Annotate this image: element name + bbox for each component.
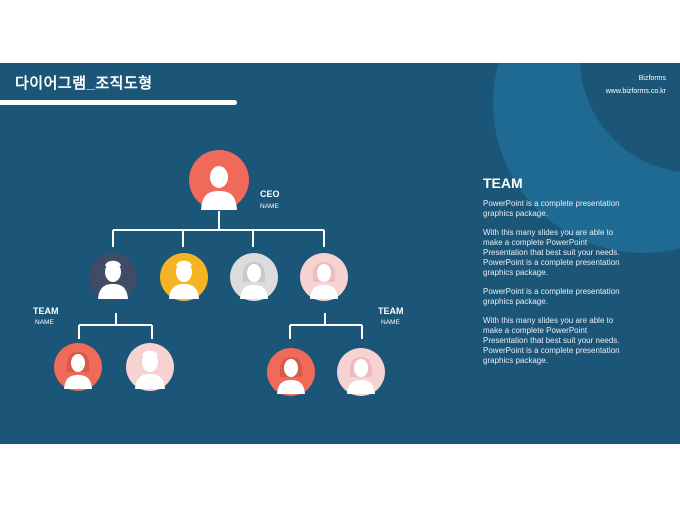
title-underline bbox=[0, 100, 237, 105]
page-title: 다이어그램_조직도형 bbox=[15, 75, 153, 92]
team-left-label: TEAM bbox=[33, 306, 59, 316]
level1-node-3 bbox=[230, 253, 278, 301]
team-right-name: NAME bbox=[381, 319, 400, 326]
org-chart: CEO NAME bbox=[33, 150, 404, 396]
panel-paragraph-1: PowerPoint is a complete presentation gr… bbox=[483, 199, 620, 218]
male-avatar-icon bbox=[98, 260, 128, 299]
female-avatar-icon bbox=[310, 262, 338, 299]
panel-heading: TEAM bbox=[483, 175, 523, 191]
slide: 다이어그램_조직도형 Bizforms www.bizforms.co.kr bbox=[0, 63, 680, 444]
level2-left-node-1 bbox=[54, 343, 102, 391]
male-avatar-icon bbox=[135, 350, 165, 389]
connector-lines bbox=[78, 211, 363, 339]
level1-node-2 bbox=[160, 253, 208, 301]
description-panel: TEAM PowerPoint is a complete presentati… bbox=[483, 175, 633, 375]
female-avatar-icon bbox=[201, 163, 237, 210]
level1-node-1 bbox=[89, 253, 137, 301]
female-avatar-icon bbox=[347, 357, 375, 394]
ceo-node bbox=[189, 150, 249, 210]
level2-right-node-1 bbox=[267, 348, 315, 396]
female-avatar-icon bbox=[64, 352, 92, 389]
panel-paragraph-2: With this many slides you are able to ma… bbox=[483, 228, 620, 277]
brand-block: Bizforms www.bizforms.co.kr bbox=[606, 72, 666, 98]
panel-paragraph-3: PowerPoint is a complete presentation gr… bbox=[483, 287, 620, 306]
panel-paragraph-4: With this many slides you are able to ma… bbox=[483, 316, 620, 365]
level2-left-node-2 bbox=[126, 343, 174, 391]
team-left-name: NAME bbox=[35, 319, 54, 326]
female-avatar-icon bbox=[277, 357, 305, 394]
level1-node-4 bbox=[300, 253, 348, 301]
team-right-label: TEAM bbox=[378, 306, 404, 316]
ceo-name-label: NAME bbox=[260, 203, 279, 210]
level2-right-node-2 bbox=[337, 348, 385, 396]
brand-name: Bizforms bbox=[638, 75, 666, 82]
ceo-role-label: CEO bbox=[260, 189, 280, 199]
brand-url: www.bizforms.co.kr bbox=[605, 88, 666, 95]
female-avatar-icon bbox=[240, 262, 268, 299]
male-avatar-icon bbox=[169, 260, 199, 299]
